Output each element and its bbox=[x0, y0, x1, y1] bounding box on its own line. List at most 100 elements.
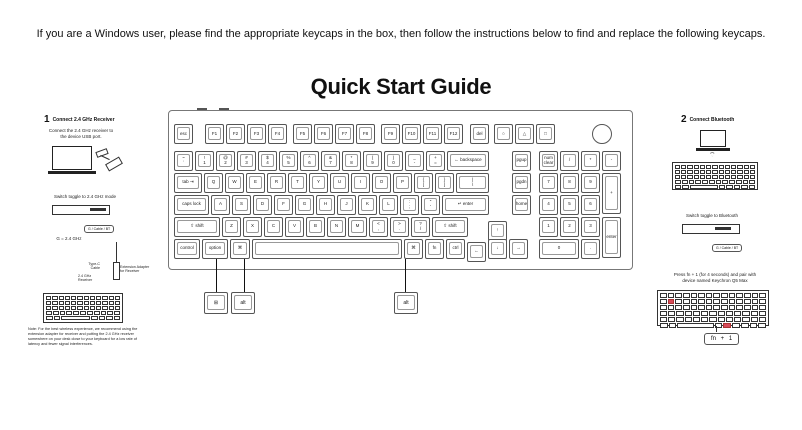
key-label: F9 bbox=[387, 130, 394, 136]
key-symbol: ↑ bbox=[488, 221, 507, 241]
key-label: ⌘ bbox=[237, 245, 243, 251]
key-b: B bbox=[306, 217, 325, 237]
key-label: " ' bbox=[429, 198, 432, 209]
key-label: del bbox=[476, 130, 483, 136]
key-label: 6 bbox=[589, 201, 592, 207]
key-f4: F4 bbox=[268, 124, 287, 144]
key-symbol: △ bbox=[515, 124, 534, 144]
key-label: J bbox=[345, 201, 348, 207]
key-label: ← bbox=[474, 248, 479, 254]
key-label: * bbox=[589, 157, 592, 163]
key-label: > . bbox=[398, 220, 401, 231]
key--: > . bbox=[390, 217, 409, 237]
key-l: L bbox=[379, 195, 398, 215]
step-title: Connect Bluetooth bbox=[689, 116, 735, 123]
fn-key-highlight bbox=[723, 323, 732, 328]
key-k: K bbox=[358, 195, 377, 215]
key--5: % 5 bbox=[279, 151, 298, 171]
key-h: H bbox=[316, 195, 335, 215]
key-pgdn: pgdn bbox=[512, 173, 531, 193]
key-7: 7 bbox=[539, 173, 558, 193]
key-5: 5 bbox=[560, 195, 579, 215]
key-label: Q bbox=[211, 179, 216, 185]
key-label: ctrl bbox=[452, 245, 459, 251]
key--backspace: ← backspace bbox=[447, 151, 489, 171]
key-label: enter bbox=[606, 234, 617, 240]
receiver-label: 2.4 GHz Receiver bbox=[78, 274, 93, 283]
windows-key: ⊞ bbox=[204, 292, 228, 314]
key-f9: F9 bbox=[381, 124, 400, 144]
switch-tab bbox=[219, 108, 229, 110]
mini-keyboard-left bbox=[43, 293, 123, 323]
key-label: & 7 bbox=[328, 154, 332, 165]
key-i: I bbox=[351, 173, 370, 193]
key-1-highlight bbox=[667, 299, 675, 304]
key-symbol: ↓ bbox=[488, 239, 507, 259]
key-label: G bbox=[302, 201, 307, 207]
key-symbol: □ bbox=[536, 124, 555, 144]
key-caps-lock: caps lock bbox=[174, 195, 209, 215]
key-label: # 3 bbox=[245, 154, 248, 165]
key-label: F10 bbox=[407, 130, 416, 136]
key-home: home bbox=[512, 195, 531, 215]
key-label: S bbox=[239, 201, 243, 207]
key-label: $ 4 bbox=[266, 154, 269, 165]
key-f10: F10 bbox=[402, 124, 421, 144]
step-1-heading: 1 Connect 2.4 GHz Receiver bbox=[44, 114, 115, 125]
key-c: C bbox=[264, 217, 283, 237]
key-label: F2 bbox=[232, 130, 239, 136]
key--6: ^ 6 bbox=[300, 151, 319, 171]
key-label: Z bbox=[230, 223, 233, 229]
key-z: Z bbox=[222, 217, 241, 237]
page-title: Quick Start Guide bbox=[310, 74, 492, 99]
key-symbol: * bbox=[581, 151, 600, 171]
key-label: ↑ bbox=[496, 227, 499, 233]
key-label: + = bbox=[434, 154, 437, 165]
key-label: @ 2 bbox=[223, 154, 228, 165]
key-label: 0 bbox=[557, 245, 561, 251]
pair-instruction: Press fn + 1 (for 4 seconds) and pair wi… bbox=[673, 272, 757, 283]
key--: - bbox=[602, 151, 621, 171]
key-r: R bbox=[267, 173, 286, 193]
key-label: ← backspace bbox=[454, 157, 482, 163]
key--shift: ⇧ shift bbox=[174, 217, 220, 237]
bt-toggle-diagram bbox=[682, 224, 740, 234]
key-3: 3 bbox=[581, 217, 600, 237]
callout-line-cmd-right bbox=[405, 259, 406, 292]
bluetooth-signal-icon: ⌔ bbox=[709, 152, 716, 159]
key-label: H bbox=[323, 201, 328, 207]
key-spacebar bbox=[252, 239, 402, 259]
key-6: 6 bbox=[581, 195, 600, 215]
key-symbol: . bbox=[581, 239, 600, 259]
key-f12: F12 bbox=[444, 124, 463, 144]
key--8: * 8 bbox=[342, 151, 361, 171]
alt-label: alt bbox=[240, 300, 246, 306]
key-d: D bbox=[253, 195, 272, 215]
callout-line-cmd-left bbox=[244, 259, 245, 292]
key-n: N bbox=[327, 217, 346, 237]
key-label: F6 bbox=[320, 130, 327, 136]
key-v: V bbox=[285, 217, 304, 237]
key-label: V bbox=[292, 223, 296, 229]
key-f7: F7 bbox=[335, 124, 354, 144]
alt-key-left: alt bbox=[231, 292, 255, 314]
key-8: 8 bbox=[560, 173, 579, 193]
key--2: @ 2 bbox=[216, 151, 235, 171]
switch-instruction: Switch toggle to 2.4 GHz mode bbox=[53, 194, 117, 199]
mini-keyboard-right-top bbox=[672, 162, 758, 190]
key-option: option bbox=[202, 239, 228, 259]
key-fn: fn bbox=[425, 239, 444, 259]
key-a: A bbox=[211, 195, 230, 215]
key--3: # 3 bbox=[237, 151, 256, 171]
key--shift: ⇧ shift bbox=[432, 217, 468, 237]
key-label: 1 bbox=[547, 223, 550, 229]
key-label: % 5 bbox=[286, 154, 291, 165]
key-9: 9 bbox=[581, 173, 600, 193]
key-label: _ - bbox=[413, 154, 416, 165]
key-label: * 8 bbox=[350, 154, 353, 165]
key-label: C bbox=[271, 223, 276, 229]
key-label: home bbox=[515, 201, 528, 207]
key-label: ○ bbox=[502, 130, 505, 136]
key-label: < , bbox=[377, 220, 380, 231]
